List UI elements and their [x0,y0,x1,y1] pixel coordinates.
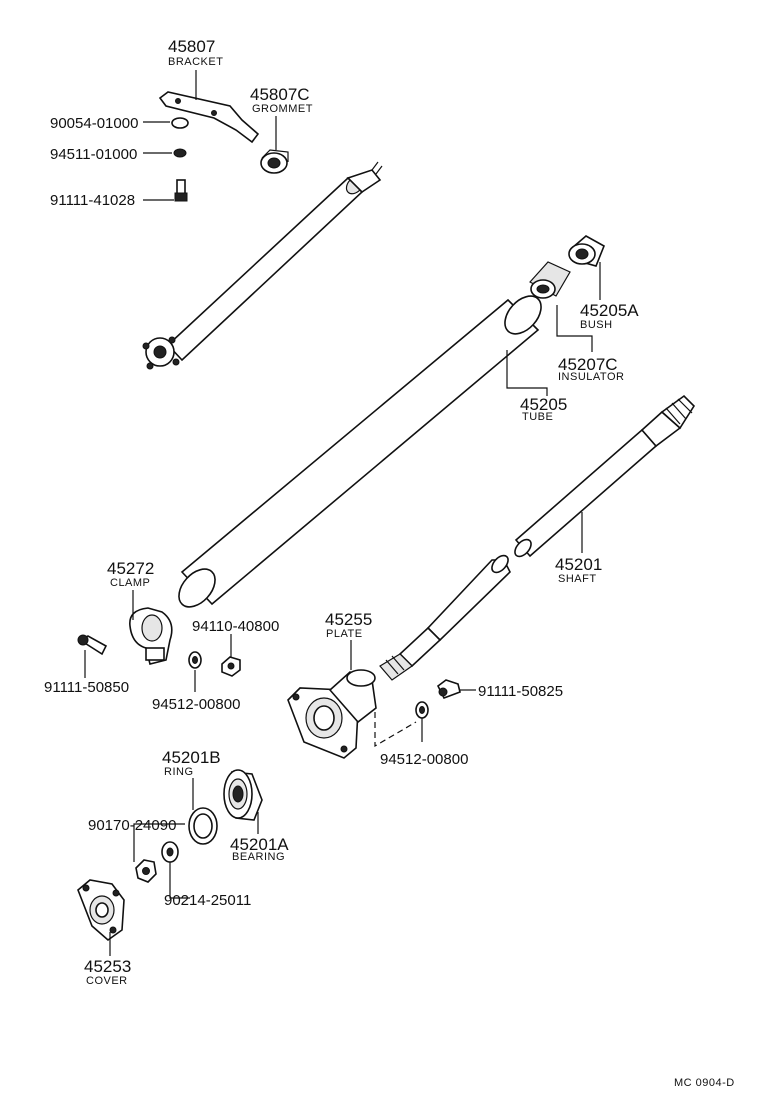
part-number-91111-41028: 91111-41028 [50,192,135,209]
leader-90170 [133,823,185,862]
washer-90054 [171,117,189,129]
part-name-plate: PLATE [326,628,363,640]
part-name-bearing: BEARING [232,851,285,863]
bolt-91111-41028 [174,179,188,202]
part-name-ring: RING [164,766,194,778]
washer-94512-a [188,651,202,669]
washer-90214 [161,841,179,863]
nut-90170 [135,859,157,883]
part-name-grommet: GROMMET [252,103,313,115]
ring-part [188,807,218,845]
part-number-45201: 45201 [555,555,602,574]
part-number-94511-01000: 94511-01000 [50,146,137,163]
part-number-90054-01000: 90054-01000 [50,115,138,132]
part-number-45807: 45807 [168,37,215,56]
part-number-94512-00800-a: 94512-00800 [152,696,240,713]
upper-shaft-part [142,161,383,370]
part-number-90214-25011: 90214-25011 [164,892,251,909]
part-number-94512-00800-b: 94512-00800 [380,751,468,768]
part-number-45207c: 45207C [558,355,618,374]
part-name-cover: COVER [86,975,128,987]
part-number-91111-50825: 91111-50825 [478,683,563,700]
dashed-assembly-line [374,712,417,748]
grommet-part [260,149,289,174]
leader-90214 [169,862,190,899]
plate-part [287,669,377,759]
leader-45205 [506,350,548,396]
part-number-45272: 45272 [107,559,154,578]
part-number-45205a: 45205A [580,301,639,320]
clamp-part [129,607,173,665]
part-number-45201b: 45201B [162,748,221,767]
part-number-91111-50850: 91111-50850 [44,679,129,696]
part-name-bush: BUSH [580,319,613,331]
part-number-90170-24090: 90170-24090 [88,817,176,834]
shaft-part [379,394,696,681]
tube-part [178,295,542,608]
part-name-insulator: INSULATOR [558,371,624,383]
nut-94511 [173,148,187,158]
part-number-45205: 45205 [520,395,567,414]
bolt-91111-50850 [77,634,108,656]
part-name-tube: TUBE [522,411,553,423]
part-number-94110-40800: 94110-40800 [192,618,279,635]
cover-part [77,879,125,942]
part-number-45807c: 45807C [250,85,310,104]
leader-45207c [556,305,593,352]
part-number-45253: 45253 [84,957,131,976]
diagram-code: MC 0904-D [674,1077,735,1089]
part-number-45255: 45255 [325,610,372,629]
insulator-part [529,261,571,299]
bush-part [568,235,606,267]
part-name-shaft: SHAFT [558,573,597,585]
bracket-part [158,91,260,144]
nut-94110 [221,656,241,677]
part-number-45201a: 45201A [230,835,289,854]
bolt-91111-50825 [436,679,461,700]
part-name-clamp: CLAMP [110,577,150,589]
part-name-bracket: BRACKET [168,56,223,68]
washer-94512-b [415,701,429,719]
bearing-part [223,769,263,821]
